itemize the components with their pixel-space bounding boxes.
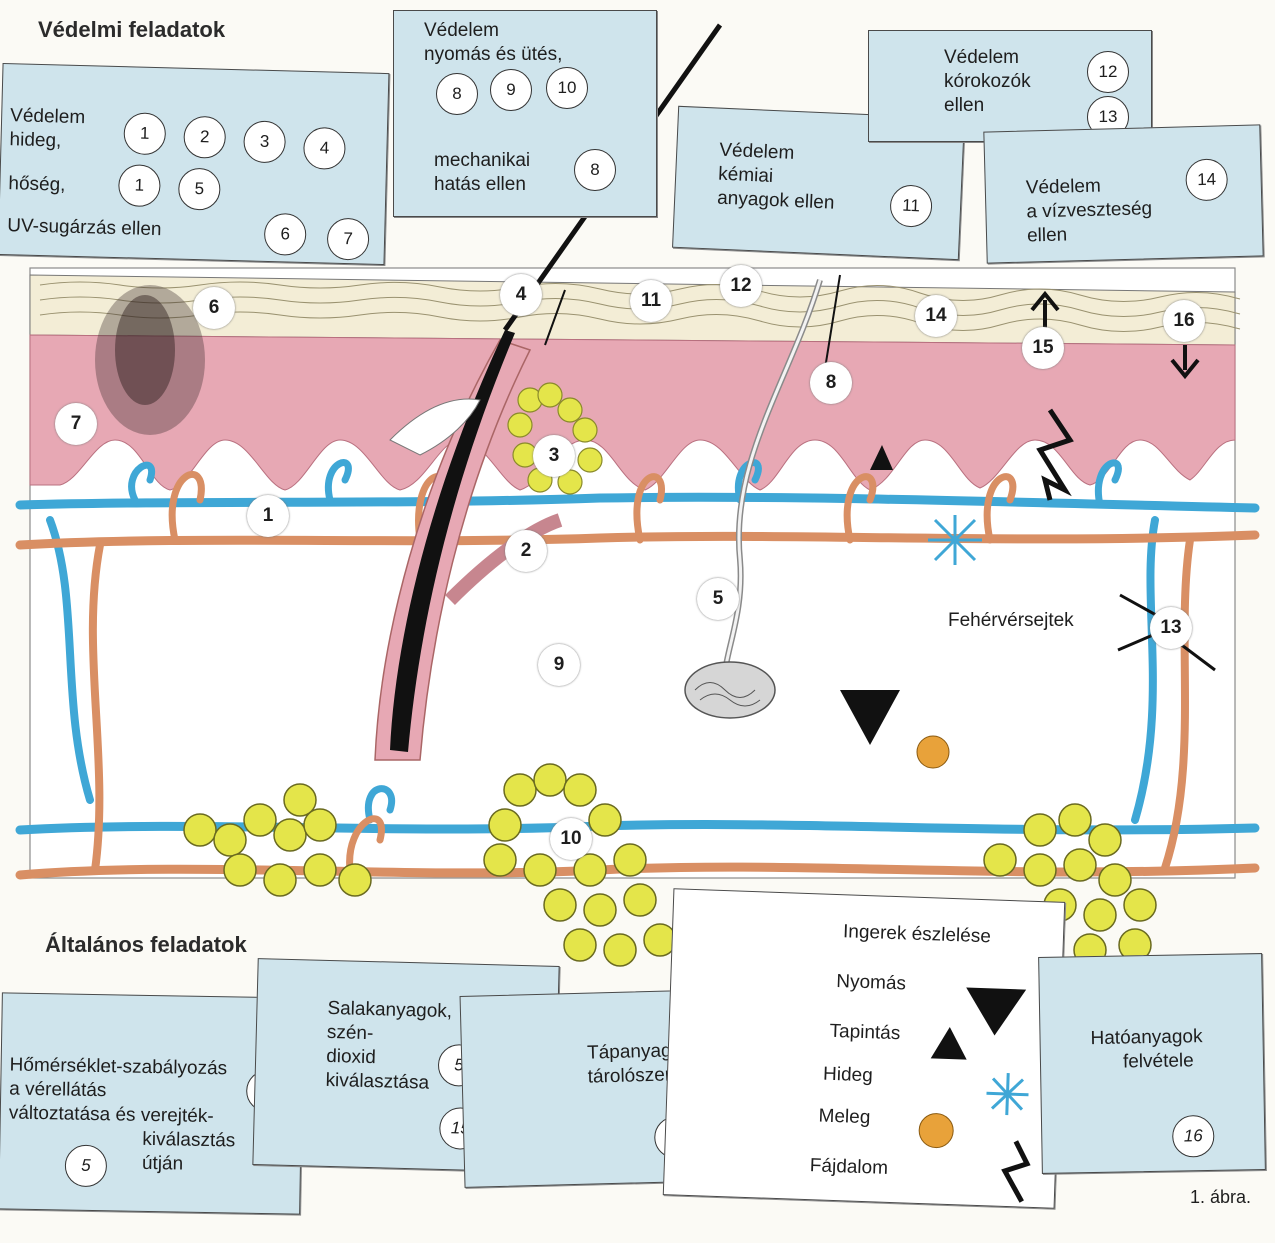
diagram-label-7: 7 [55, 403, 97, 445]
card-cold-heat-uv: Védelem hideg, hőség, UV-sugárzás ellen … [0, 63, 389, 265]
card-waste-line3: dioxid [326, 1045, 376, 1070]
diagram-label-11: 11 [630, 280, 672, 322]
card-stimuli: Ingerek észlelése Nyomás Tapintás Hideg … [663, 888, 1065, 1208]
card-absorption-line1: Hatóanyagok [1090, 1025, 1202, 1051]
card-water-line3: ellen [1027, 223, 1068, 248]
card-chemical-line1: Védelem [719, 139, 795, 166]
card-pathogens-line2: kórokozók [944, 70, 1031, 94]
ref-badge: 4 [303, 127, 346, 170]
card-pressure-line3: mechanikai [434, 149, 530, 173]
heat-symbol [919, 1113, 954, 1148]
melanin-patch [95, 285, 205, 435]
ref-badge: 9 [490, 69, 532, 111]
diagram-label-15: 15 [1022, 327, 1064, 369]
diagram-label-10: 10 [550, 818, 592, 860]
touch-symbol [931, 1026, 968, 1059]
diagram-label-8: 8 [810, 362, 852, 404]
card-thermo-line5: útján [142, 1152, 184, 1177]
card-water-loss: Védelem a vízveszteség ellen 14 [983, 124, 1263, 263]
figure-caption: 1. ábra. [1190, 1187, 1251, 1208]
ref-badge: 16 [1172, 1115, 1215, 1158]
card-waste-line1: Salakanyagok, [327, 997, 452, 1024]
stimuli-legend-icons [664, 889, 1064, 1207]
card-pathogens: Védelem kórokozók ellen 12 13 [868, 30, 1152, 142]
heat-receptor [917, 736, 949, 768]
card-cold-line3: hőség, [8, 172, 66, 197]
diagram-label-4: 4 [500, 274, 542, 316]
diagram-label-5: 5 [697, 578, 739, 620]
card-cold-line4: UV-sugárzás ellen [7, 214, 162, 242]
ref-badge: 7 [327, 218, 370, 261]
card-absorption-line2: felvétele [1123, 1049, 1194, 1074]
pain-symbol [1004, 1141, 1028, 1202]
diagram-label-3: 3 [533, 435, 575, 477]
card-waste-line4: kiválasztása [325, 1069, 429, 1096]
card-pathogens-line3: ellen [944, 94, 984, 118]
pressure-symbol [965, 988, 1027, 1037]
ref-badge: 6 [264, 213, 307, 256]
ref-badge: 1 [118, 164, 161, 207]
card-cold-line2: hideg, [9, 128, 61, 153]
cold-receptor [928, 515, 982, 565]
card-waste-line2: szén- [327, 1021, 374, 1046]
ref-badge: 8 [574, 149, 616, 191]
card-chemical-line2: kémiai [718, 163, 774, 189]
diagram-label-13: 13 [1150, 607, 1192, 649]
ref-badge: 12 [1087, 51, 1129, 93]
ref-badge: 8 [436, 73, 478, 115]
diagram-label-2: 2 [505, 530, 547, 572]
diagram-label-12: 12 [720, 265, 762, 307]
card-water-line2: a vízveszteség [1026, 197, 1152, 224]
card-chemical-line3: anyagok ellen [717, 187, 835, 216]
diagram-label-9: 9 [538, 644, 580, 686]
ref-badge: 3 [243, 120, 286, 163]
ref-badge: 5 [65, 1145, 108, 1188]
card-pressure-line2: nyomás és ütés, [424, 43, 562, 67]
ref-badge: 2 [183, 116, 226, 159]
diagram-label-6: 6 [193, 287, 235, 329]
heading-protective: Védelmi feladatok [38, 17, 225, 43]
heading-general: Általános feladatok [45, 932, 247, 958]
card-pressure-line1: Védelem [424, 19, 499, 43]
diagram-label-1: 1 [247, 495, 289, 537]
ref-badge: 5 [178, 168, 221, 211]
card-thermo-line2: a vérellátás [9, 1078, 107, 1104]
ref-badge: 14 [1185, 158, 1228, 201]
ref-badge: 11 [889, 184, 933, 228]
wbc-label: Fehérvérsejtek [948, 610, 1074, 632]
card-pathogens-line1: Védelem [944, 46, 1019, 70]
diagram-label-14: 14 [915, 295, 957, 337]
card-pressure: Védelem nyomás és ütés, 8 9 10 mechanika… [393, 10, 657, 217]
diagram-label-16: 16 [1163, 300, 1205, 342]
card-pressure-line4: hatás ellen [434, 173, 526, 197]
card-thermo-line4: kiválasztás [142, 1128, 235, 1154]
card-thermo-line3: változtatása és verejték- [9, 1102, 214, 1130]
ref-badge: 10 [546, 67, 588, 109]
card-water-line1: Védelem [1026, 175, 1102, 201]
card-cold-line1: Védelem [10, 104, 86, 130]
cold-symbol [986, 1072, 1029, 1115]
ref-badge: 1 [123, 112, 166, 155]
card-absorption: Hatóanyagok felvétele 16 [1038, 953, 1266, 1174]
